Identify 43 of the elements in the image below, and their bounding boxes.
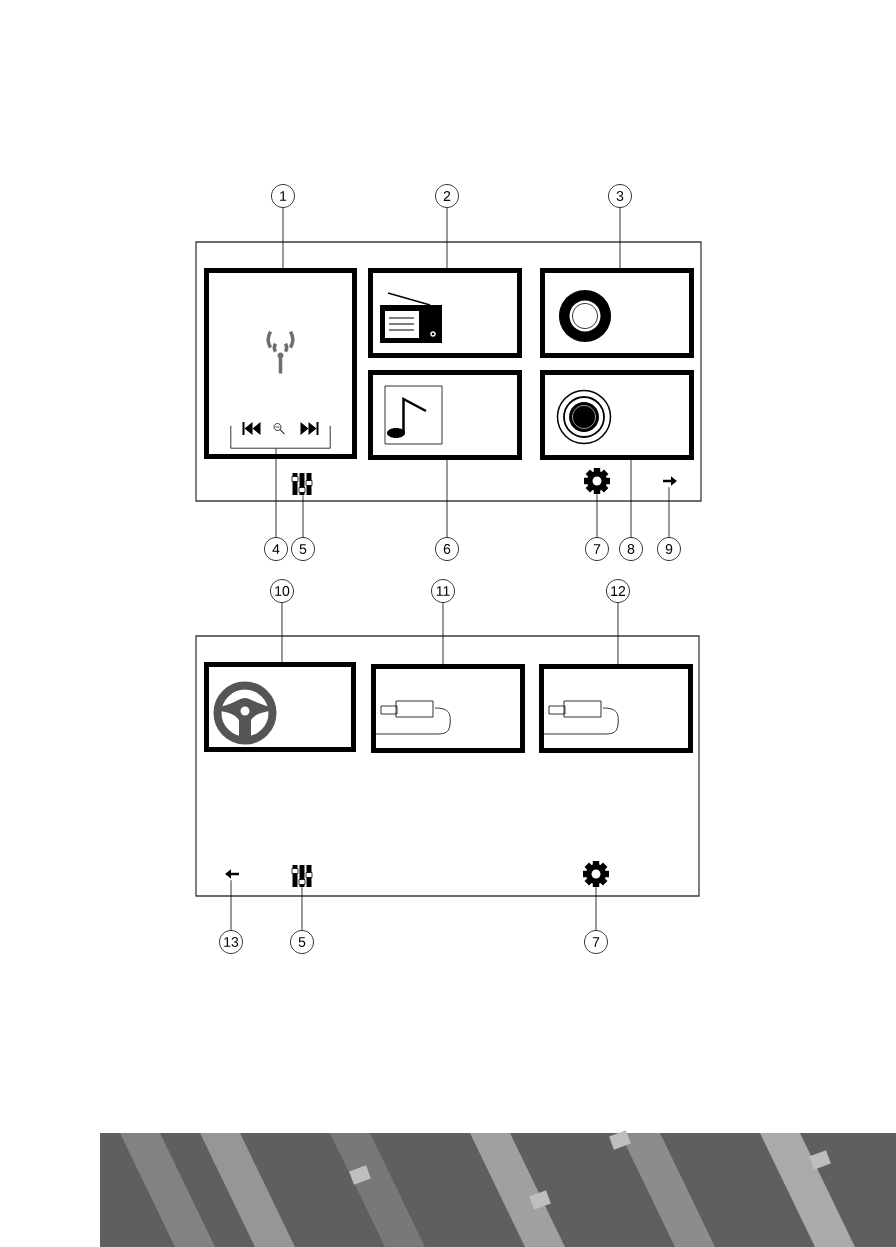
leader-line	[630, 459, 632, 538]
leader-line	[596, 493, 598, 538]
leader-line	[302, 494, 304, 538]
callout-number: 10	[270, 579, 294, 603]
equalizer-icon	[291, 473, 313, 495]
leader-line	[446, 207, 448, 269]
callout-number: 5	[291, 537, 315, 561]
gear-icon	[584, 468, 610, 494]
leader-line	[442, 602, 444, 665]
leader-line	[617, 602, 619, 665]
leader-line	[301, 886, 303, 931]
callout-number: 12	[606, 579, 630, 603]
menu-tile	[368, 268, 522, 358]
leader-line	[668, 486, 670, 538]
callout-number: 9	[657, 537, 681, 561]
callout-number: 5	[290, 930, 314, 954]
menu-tile	[204, 268, 357, 459]
callout-number: 8	[619, 537, 643, 561]
menu-tile	[368, 370, 522, 460]
leader-line	[281, 602, 283, 663]
callout-number: 11	[431, 579, 455, 603]
leader-line	[446, 459, 448, 538]
bracket	[230, 425, 331, 449]
leader-line	[282, 207, 284, 269]
callout-number: 7	[585, 537, 609, 561]
callout-number: 7	[584, 930, 608, 954]
callout-number: 13	[219, 930, 243, 954]
callout-number: 3	[608, 184, 632, 208]
menu-tile	[204, 662, 356, 752]
menu-tile	[371, 664, 525, 753]
leader-line	[275, 447, 277, 538]
menu-tile	[539, 664, 693, 753]
gear-icon	[583, 861, 609, 887]
callout-number: 4	[264, 537, 288, 561]
callout-number: 6	[435, 537, 459, 561]
leader-line	[619, 207, 621, 269]
callout-number: 2	[435, 184, 459, 208]
leader-line	[230, 879, 232, 931]
menu-tile	[540, 268, 694, 358]
menu-tile	[540, 370, 694, 460]
callout-number: 1	[271, 184, 295, 208]
equalizer-icon	[291, 865, 313, 887]
leader-line	[595, 886, 597, 931]
